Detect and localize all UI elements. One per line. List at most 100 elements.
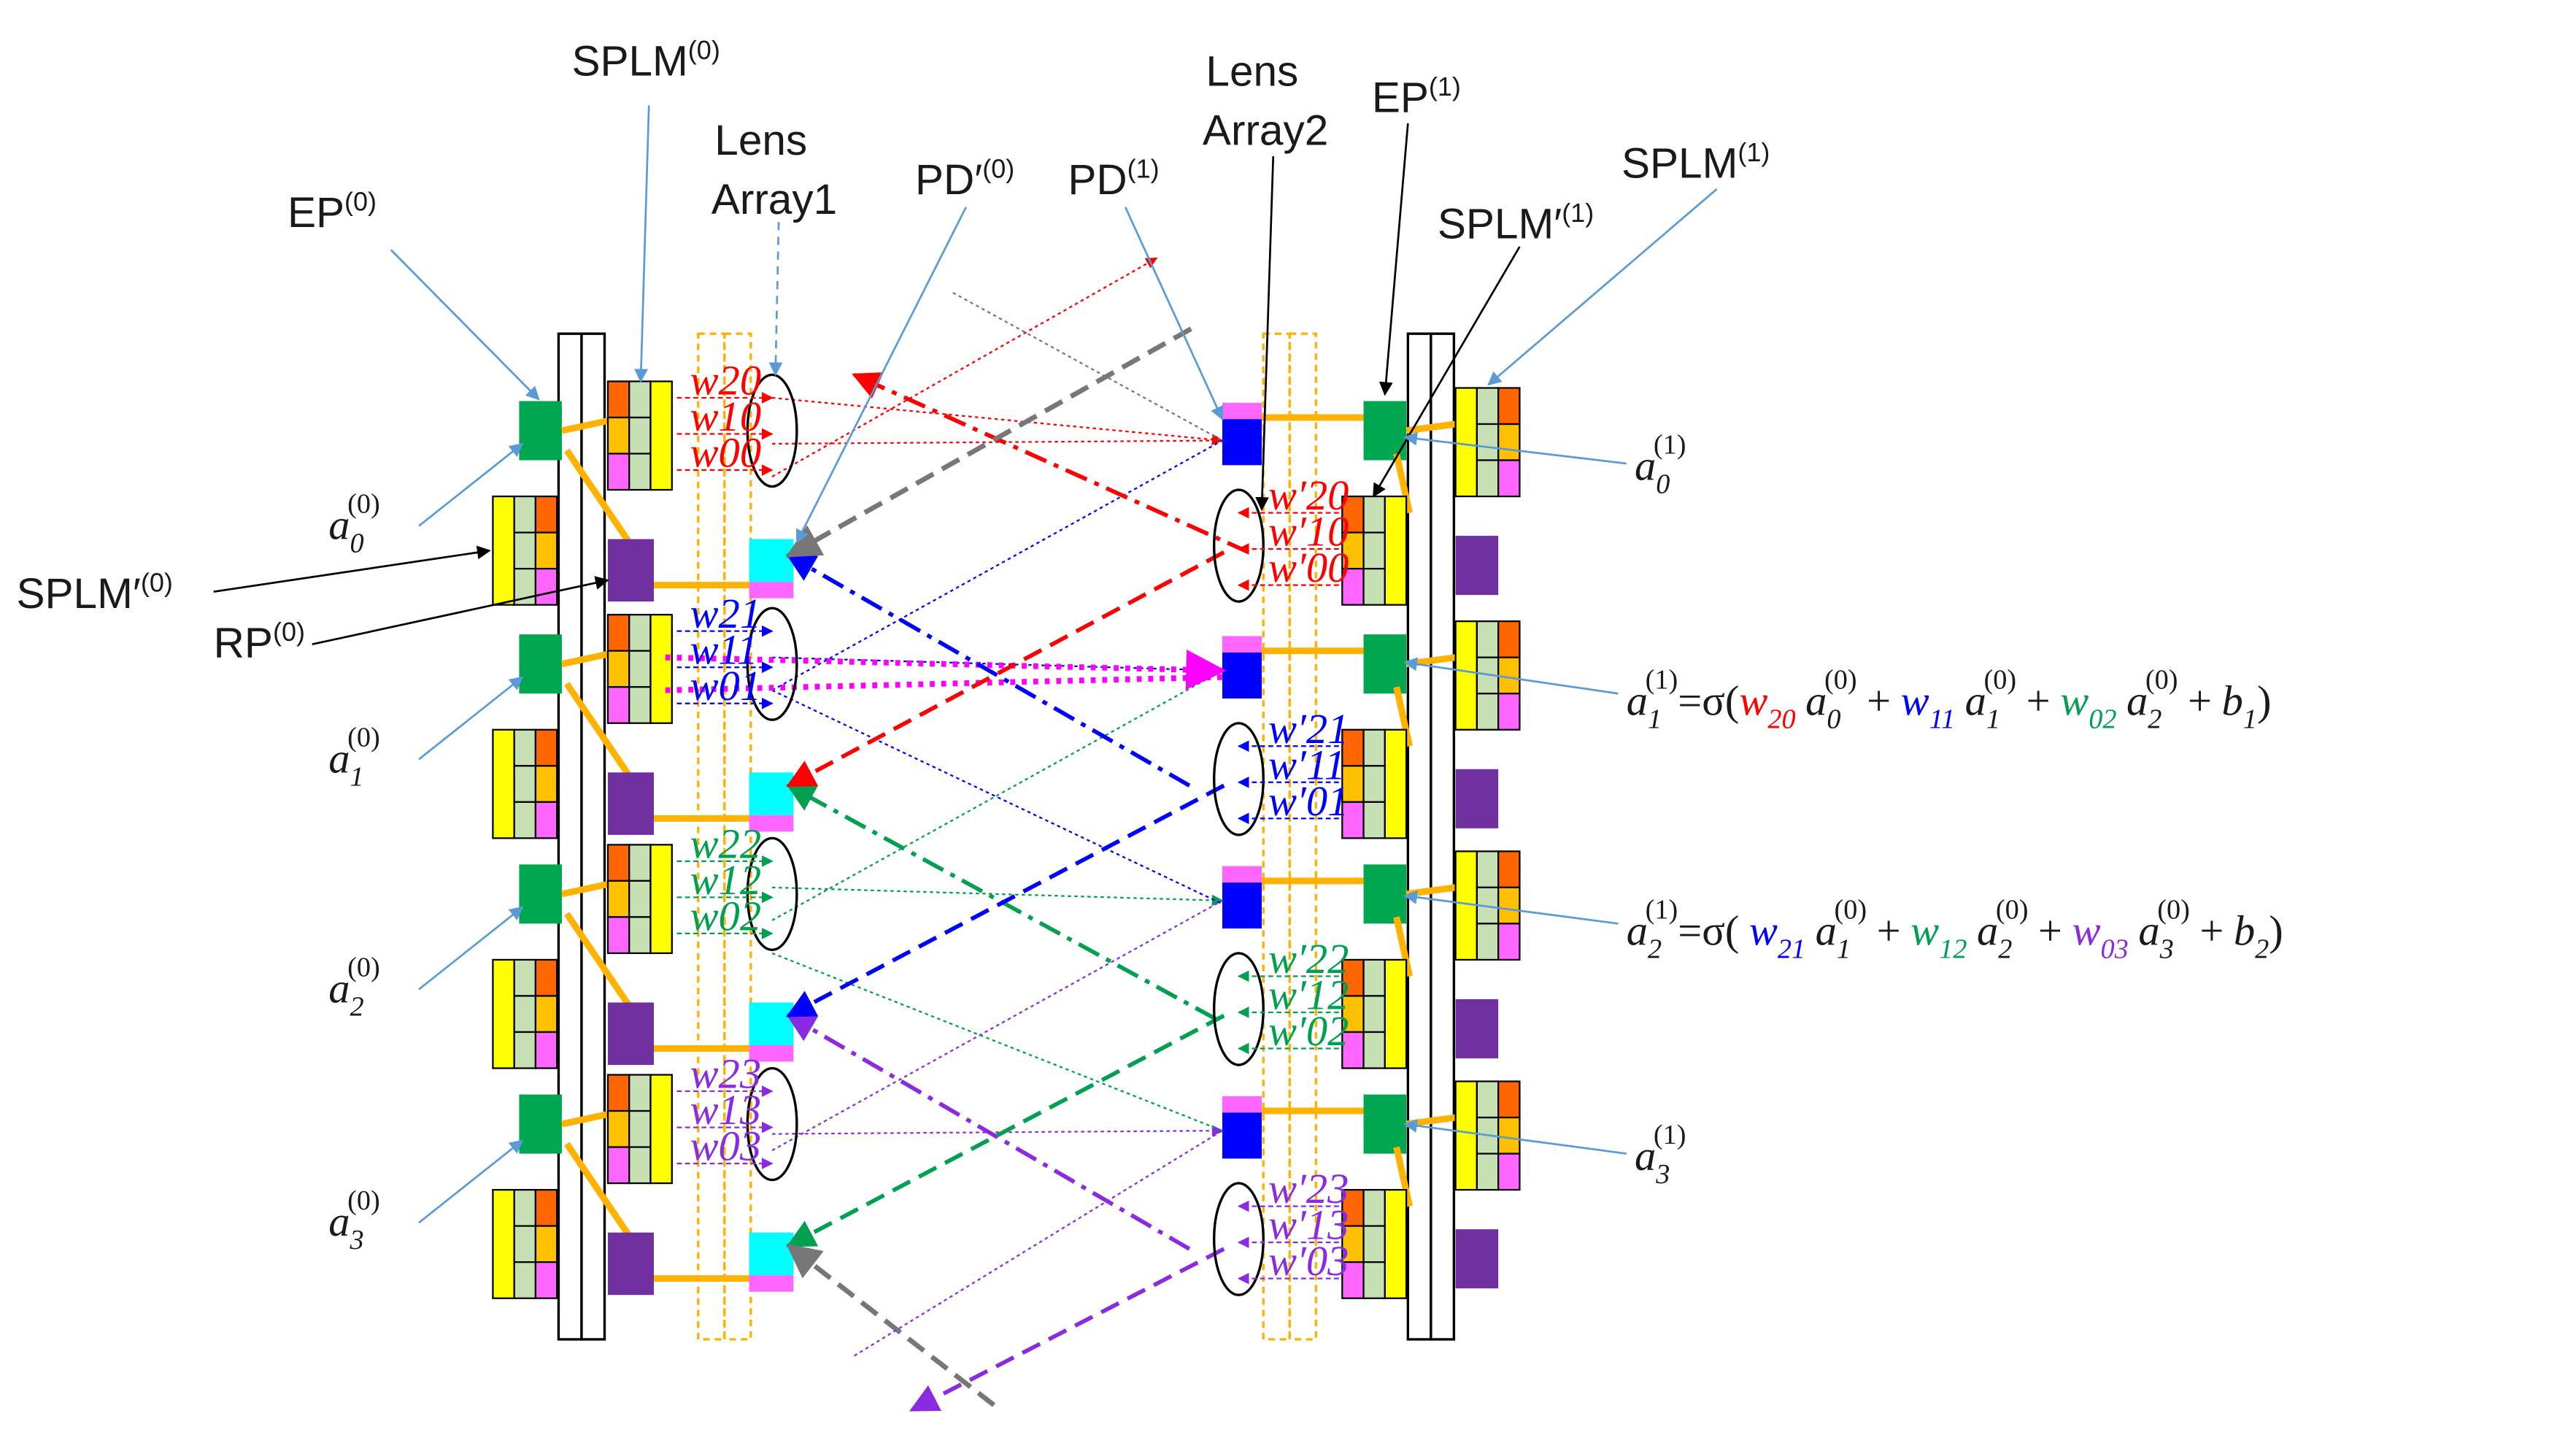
splm-cell — [628, 416, 652, 455]
pdp0-square — [749, 539, 794, 582]
splm-cell — [534, 765, 558, 803]
pdp0-pink — [749, 815, 794, 832]
dashdot-beam — [786, 1014, 1191, 1251]
gray-beam — [785, 326, 1192, 558]
ray — [772, 656, 1224, 677]
ray — [771, 952, 1223, 1132]
splm-cell — [1476, 693, 1500, 731]
lens-array2-label-line1: Lens — [1206, 47, 1298, 95]
wire — [560, 417, 609, 434]
splm-cell — [534, 995, 558, 1034]
weight-label-right: w′00 — [1268, 544, 1349, 591]
splm0-block — [606, 614, 673, 724]
output-a3-label: a3(1) — [1635, 1120, 1686, 1190]
rp0-square — [607, 539, 655, 602]
ray — [771, 899, 1223, 1152]
splm-cell — [534, 531, 558, 570]
wire — [1405, 420, 1457, 434]
splm-cell — [606, 1074, 630, 1112]
splm-prime0-block — [492, 1188, 558, 1299]
splm-cell — [628, 453, 652, 491]
splm-prime1-block — [1341, 728, 1408, 839]
splm-cell — [1362, 1225, 1386, 1263]
magenta-beam — [665, 649, 1227, 690]
lens1-ellipse — [746, 1066, 798, 1182]
rp0-square — [607, 772, 655, 835]
splm-cell — [606, 416, 630, 455]
splm-cell — [492, 728, 515, 839]
splm-cell — [1497, 1153, 1521, 1191]
pd1-square — [1222, 419, 1262, 466]
ray — [771, 689, 1223, 905]
ep0-square — [519, 401, 562, 461]
splm-cell — [628, 844, 652, 882]
splm-cell — [1341, 958, 1365, 997]
splm-cell — [534, 495, 558, 534]
splm-cell — [628, 650, 652, 688]
ep0-square — [519, 634, 562, 694]
weight-label-right: w′11 — [1268, 741, 1346, 788]
splm-cell — [1476, 923, 1500, 961]
splm0-block — [606, 844, 673, 955]
rp0-square — [607, 1232, 655, 1296]
weight-label-left: w23 — [690, 1050, 762, 1098]
label-pointers — [213, 105, 1718, 646]
weight-label-left: w12 — [690, 856, 762, 904]
splm-cell — [1476, 387, 1500, 426]
weight-label-left: w21 — [690, 590, 762, 637]
pd1-pink — [1222, 636, 1262, 653]
input-a0-label: a0(0) — [328, 489, 380, 559]
weight-label-left: w01 — [690, 662, 762, 709]
splm-cell — [534, 801, 558, 839]
splm-cell — [628, 686, 652, 724]
splm-cell — [1384, 958, 1408, 1069]
input-pointer — [418, 906, 524, 990]
splm-cell — [606, 380, 630, 419]
splm-cell — [1476, 1080, 1500, 1119]
lens1-ellipse — [746, 836, 798, 952]
pdp0-pink — [749, 582, 794, 599]
rp1-square — [1455, 536, 1499, 596]
splm-cell — [513, 1261, 537, 1299]
pd1-label: PD(1) — [1068, 153, 1159, 204]
splm-prime1-block — [1341, 495, 1408, 606]
eq1-w02: w — [2060, 677, 2089, 724]
weight-label-right: w′02 — [1268, 1007, 1349, 1055]
splm-cell — [606, 844, 630, 882]
weight-label-right: w′20 — [1268, 472, 1349, 519]
splm-cell — [1497, 923, 1521, 961]
ray — [771, 669, 1223, 921]
splm-cell — [1497, 620, 1521, 658]
rp1-square — [1455, 769, 1499, 828]
weight-label-left: w10 — [690, 393, 762, 440]
splm-prime1-block — [1341, 1188, 1408, 1299]
splm-cell — [1341, 995, 1365, 1034]
ray — [771, 439, 1223, 691]
splm-cell — [1341, 1031, 1365, 1069]
splm-cell — [1362, 1188, 1386, 1227]
splm-cell — [606, 686, 630, 724]
splm-cell — [1476, 459, 1500, 498]
weight-label-right: w′12 — [1268, 971, 1349, 1018]
pd1-pink — [1222, 402, 1262, 420]
ep1-square — [1363, 1094, 1407, 1154]
weight-label-left: w13 — [690, 1086, 762, 1134]
splm-cell — [492, 495, 515, 606]
splm-cell — [628, 916, 652, 955]
eq1-lhs: a — [1627, 677, 1648, 724]
splm-cell — [628, 614, 652, 652]
lens-array1-label-line1: Lens — [714, 117, 807, 164]
ray — [952, 291, 1223, 442]
splm1-block — [1454, 620, 1521, 731]
pd1-pink — [1222, 866, 1262, 883]
splm-cell — [513, 801, 537, 839]
splm-cell — [1362, 495, 1386, 534]
splm-cell — [606, 650, 630, 688]
splm-prime1-block — [1341, 958, 1408, 1069]
splmp1-label: SPLM′(1) — [1438, 198, 1594, 248]
right-rail-outer — [1430, 332, 1456, 1341]
input-pointer — [418, 442, 524, 527]
splm-cell — [1497, 693, 1521, 731]
pd1-square — [1222, 1112, 1262, 1159]
